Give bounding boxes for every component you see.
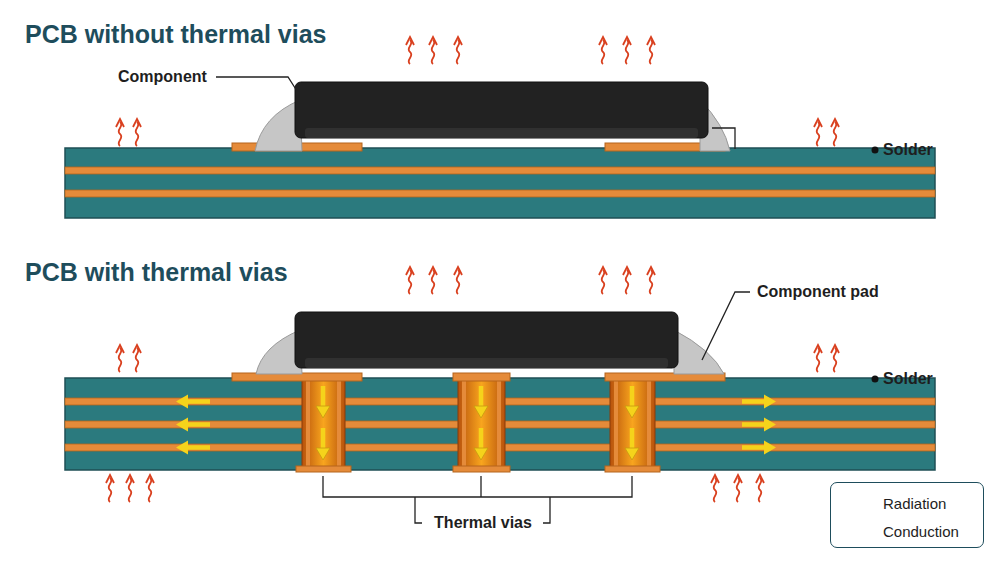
- board-top: [65, 82, 935, 218]
- part-label: Solder: [883, 370, 933, 388]
- section-heading: PCB with thermal vias: [25, 258, 288, 287]
- part-label: Solder: [883, 141, 933, 159]
- conduction-arrows: [176, 386, 776, 460]
- thermal-via: [296, 378, 660, 472]
- leader-lines-bottom: [323, 292, 879, 523]
- legend-box: RadiationConduction: [830, 482, 984, 548]
- legend-label: Conduction: [883, 523, 959, 540]
- legend-label: Radiation: [883, 495, 946, 512]
- leader-lines-top: [216, 77, 879, 154]
- part-label: Component pad: [757, 283, 879, 301]
- part-label: Thermal vias: [434, 514, 532, 532]
- component-bottom: [232, 312, 725, 381]
- board-bottom: [65, 378, 935, 470]
- radiation-arrows-bottom: [106, 267, 839, 502]
- section-heading: PCB without thermal vias: [25, 20, 326, 49]
- part-label: Component: [118, 68, 207, 86]
- radiation-arrows-top: [116, 37, 839, 146]
